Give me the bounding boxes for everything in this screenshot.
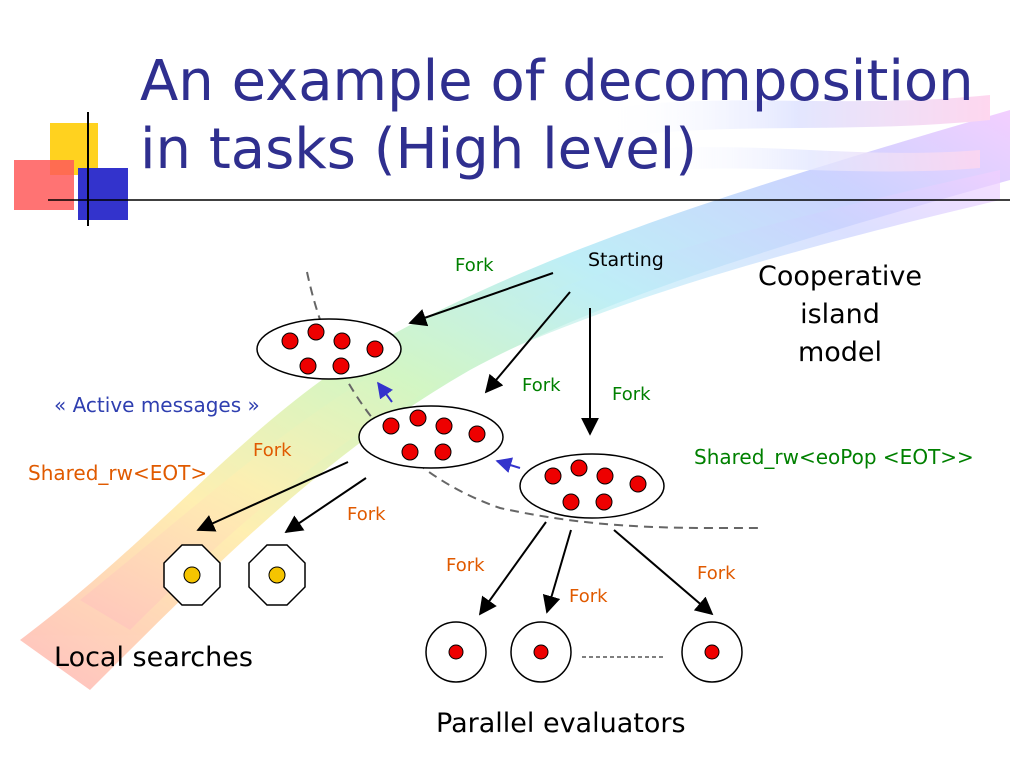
title-line-2: in tasks (High level) <box>140 117 698 182</box>
individual-dot <box>366 340 384 358</box>
slide-title: An example of decomposition in tasks (Hi… <box>140 48 974 184</box>
evaluator-node-3 <box>681 621 743 683</box>
individual-dot <box>401 443 419 461</box>
fork-arrow-to-evaluator-3 <box>613 529 714 616</box>
fork-label: Fork <box>612 384 651 405</box>
fork-arrow-to-island-1 <box>408 272 554 327</box>
fork-label: Fork <box>347 504 386 525</box>
shared-rw-eopop-label: Shared_rw<eoPop <EOT>> <box>694 445 974 469</box>
individual-dot <box>596 467 614 485</box>
fork-label: Fork <box>522 375 561 396</box>
model-label-line-2: island <box>800 299 880 330</box>
fork-arrow-to-local-search-2 <box>284 477 367 534</box>
individual-dot <box>544 467 562 485</box>
fork-label: Fork <box>455 255 494 276</box>
island-3 <box>519 453 665 519</box>
local-search-node-2 <box>248 544 306 606</box>
message-arrow-2 <box>495 457 521 473</box>
local-searches-label: Local searches <box>54 642 253 673</box>
parallel-evaluators-label: Parallel evaluators <box>436 708 686 739</box>
fork-label: Fork <box>253 440 292 461</box>
active-messages-label: « Active messages » <box>54 393 260 417</box>
individual-dot <box>299 357 317 375</box>
individual-dot <box>468 425 486 443</box>
individual-dot <box>562 493 580 511</box>
fork-arrows <box>196 272 714 616</box>
individual-dot <box>434 443 452 461</box>
evaluator-node-2 <box>510 621 572 683</box>
individual-dot <box>333 332 351 350</box>
individual-dot <box>595 493 613 511</box>
fork-arrow-to-local-search-1 <box>196 461 349 532</box>
shared-rw-eot-label: Shared_rw<EOT> <box>28 461 208 485</box>
fork-label: Fork <box>697 563 736 584</box>
fork-label: Fork <box>446 555 485 576</box>
cooperative-island-model-label: Cooperative island model <box>750 258 930 372</box>
individual-dot <box>435 417 453 435</box>
fork-arrow-to-evaluator-2 <box>542 529 572 614</box>
individual-dot <box>629 475 647 493</box>
individual-dot <box>307 323 325 341</box>
fork-label: Fork <box>569 586 608 607</box>
individual-dot <box>409 409 427 427</box>
fork-arrow-to-island-2 <box>484 291 571 394</box>
individual-dot <box>332 357 350 375</box>
individual-dot <box>281 332 299 350</box>
local-search-node-1 <box>163 544 221 606</box>
message-arrow-1 <box>377 381 393 403</box>
island-2 <box>358 405 504 469</box>
evaluator-node-1 <box>425 621 487 683</box>
island-1 <box>256 318 402 380</box>
starting-label: Starting <box>588 249 664 271</box>
individual-dot <box>570 459 588 477</box>
message-arrows <box>377 381 521 473</box>
fork-arrow-to-evaluator-1 <box>478 521 547 616</box>
corner-logo-decoration <box>14 112 1010 226</box>
model-label-line-1: Cooperative <box>758 261 922 292</box>
title-line-1: An example of decomposition <box>140 49 974 114</box>
model-label-line-3: model <box>797 337 883 368</box>
individual-dot <box>382 417 400 435</box>
